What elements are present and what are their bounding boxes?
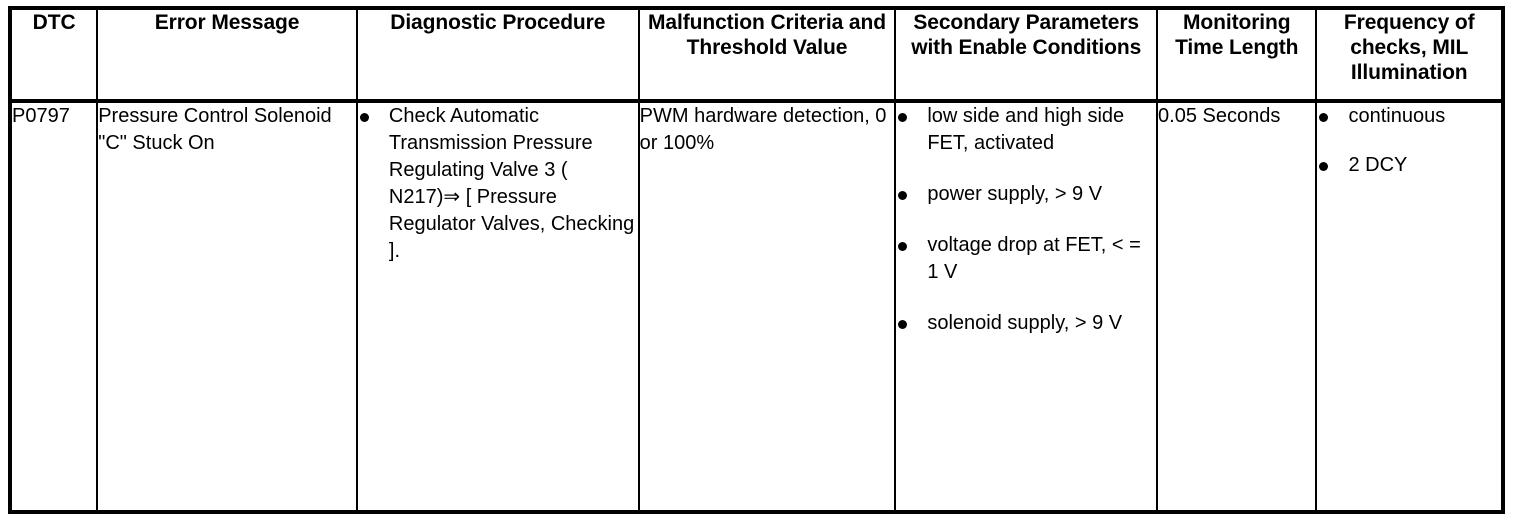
cell-dtc: P0797 <box>8 101 99 512</box>
table-header: DTC Error Message Diagnostic Procedure M… <box>8 8 1504 103</box>
column-header-secondary-parameters: Secondary Parameters with Enable Conditi… <box>894 8 1159 103</box>
cell-diagnostic-procedure: Check Automatic Transmission Pressure Re… <box>355 101 640 512</box>
column-header-dtc: DTC <box>8 8 99 103</box>
cell-frequency-mil: continuous 2 DCY <box>1315 101 1504 512</box>
column-header-malfunction-criteria: Malfunction Criteria and Threshold Value <box>637 8 897 103</box>
bullet-icon <box>1319 113 1329 122</box>
frequency-mil-text: continuous <box>1348 105 1446 127</box>
secondary-parameter-text: voltage drop at FET, < = 1 V <box>927 234 1141 283</box>
bullet-icon <box>898 191 908 200</box>
secondary-parameters-list: low side and high side FET, activated po… <box>896 103 1156 337</box>
cell-monitoring-time: 0.05 Seconds <box>1156 101 1318 512</box>
list-item: solenoid supply, > 9 V <box>896 310 1156 337</box>
frequency-mil-text: 2 DCY <box>1348 154 1408 176</box>
cell-malfunction-criteria: PWM hardware detection, 0 or 100% <box>637 101 897 512</box>
bullet-icon <box>359 113 369 122</box>
cell-error-message: Pressure Control Solenoid "C" Stuck On <box>96 101 358 512</box>
column-header-monitoring-time: Monitoring Time Length <box>1156 8 1318 103</box>
column-header-frequency-mil: Frequency of checks, MIL Illumination <box>1315 8 1504 103</box>
bullet-icon <box>898 113 908 122</box>
diagnostic-procedure-text: Check Automatic Transmission Pressure Re… <box>388 105 635 262</box>
malfunction-criteria-text: PWM hardware detection, 0 or 100% <box>639 105 887 154</box>
secondary-parameter-text: low side and high side FET, activated <box>927 105 1125 154</box>
monitoring-time-text: 0.05 Seconds <box>1158 105 1281 127</box>
list-item: voltage drop at FET, < = 1 V <box>896 232 1156 286</box>
error-message-text: Pressure Control Solenoid "C" Stuck On <box>98 105 332 154</box>
header-row: DTC Error Message Diagnostic Procedure M… <box>8 8 1504 103</box>
frequency-mil-list: continuous 2 DCY <box>1317 103 1501 179</box>
bullet-icon <box>898 242 908 251</box>
table-body: P0797 Pressure Control Solenoid "C" Stuc… <box>8 101 1504 512</box>
dtc-code: P0797 <box>12 105 70 127</box>
list-item: 2 DCY <box>1317 152 1501 179</box>
dtc-diagnostic-table: DTC Error Message Diagnostic Procedure M… <box>8 6 1505 514</box>
bullet-icon <box>1319 162 1329 171</box>
cell-secondary-parameters: low side and high side FET, activated po… <box>894 101 1159 512</box>
secondary-parameter-text: solenoid supply, > 9 V <box>927 312 1123 334</box>
list-item: continuous <box>1317 103 1501 130</box>
list-item: power supply, > 9 V <box>896 181 1156 208</box>
diagnostic-procedure-list: Check Automatic Transmission Pressure Re… <box>358 103 638 265</box>
list-item: Check Automatic Transmission Pressure Re… <box>358 103 638 265</box>
secondary-parameter-text: power supply, > 9 V <box>927 183 1103 205</box>
list-item: low side and high side FET, activated <box>896 103 1156 157</box>
column-header-error-message: Error Message <box>96 8 358 103</box>
bullet-icon <box>898 320 908 329</box>
column-header-diagnostic-procedure: Diagnostic Procedure <box>355 8 640 103</box>
table-row: P0797 Pressure Control Solenoid "C" Stuc… <box>8 101 1504 512</box>
